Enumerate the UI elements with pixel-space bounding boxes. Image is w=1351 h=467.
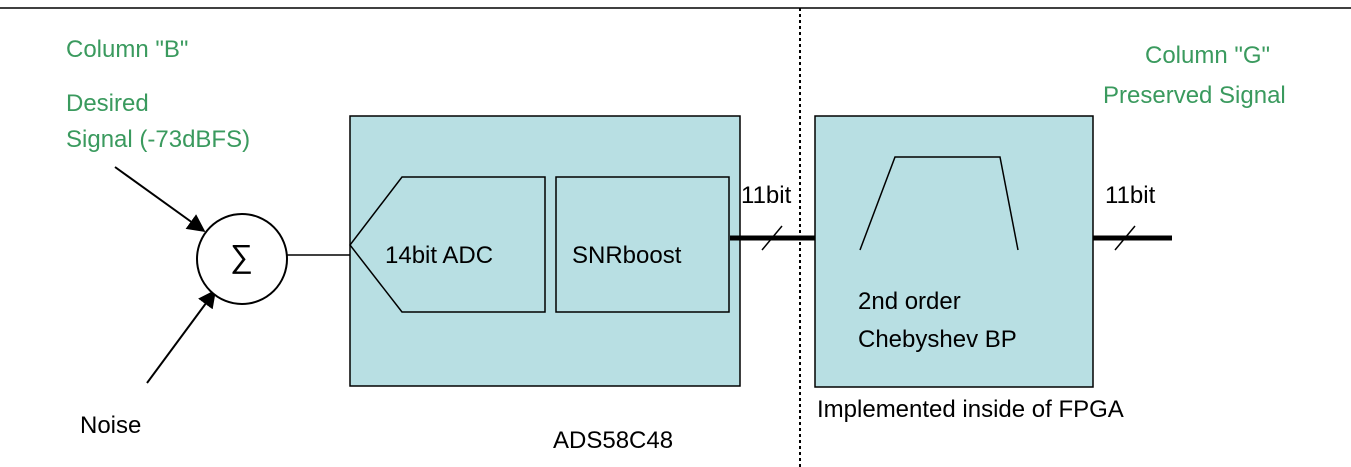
bus-slash-1 <box>761 225 783 251</box>
filter-label-line2: Chebyshev BP <box>858 326 1017 353</box>
preserved-signal-label: Preserved Signal <box>1103 82 1286 109</box>
sigma-symbol: ∑ <box>230 238 253 274</box>
snrboost-block <box>555 176 730 313</box>
adc-part-name: ADS58C48 <box>553 427 674 454</box>
bus-slash-2 <box>1114 225 1136 251</box>
summing-junction <box>196 213 288 305</box>
desired-signal-label-line1: Desired <box>66 90 149 117</box>
output-column-label: Column "G" <box>1145 42 1271 69</box>
fpga-note-label: Implemented inside of FPGA <box>817 396 1124 423</box>
adc-label: 14bit ADC <box>385 242 494 269</box>
fpga-filter-block <box>814 115 1094 388</box>
desired-signal-label-line2: Signal (-73dBFS) <box>66 126 251 153</box>
filter-label-line1: 2nd order <box>858 288 961 315</box>
input-column-label: Column "B" <box>66 36 189 63</box>
adc-symbol <box>349 176 546 313</box>
bus-width-label-2: 11bit <box>1105 182 1156 209</box>
noise-label: Noise <box>80 412 142 439</box>
snrboost-label: SNRboost <box>572 242 682 269</box>
desired-signal-arrow <box>114 166 206 233</box>
bandpass-response-icon <box>859 156 1019 251</box>
bus-width-label-1: 11bit <box>741 182 792 209</box>
noise-arrow <box>146 289 217 384</box>
